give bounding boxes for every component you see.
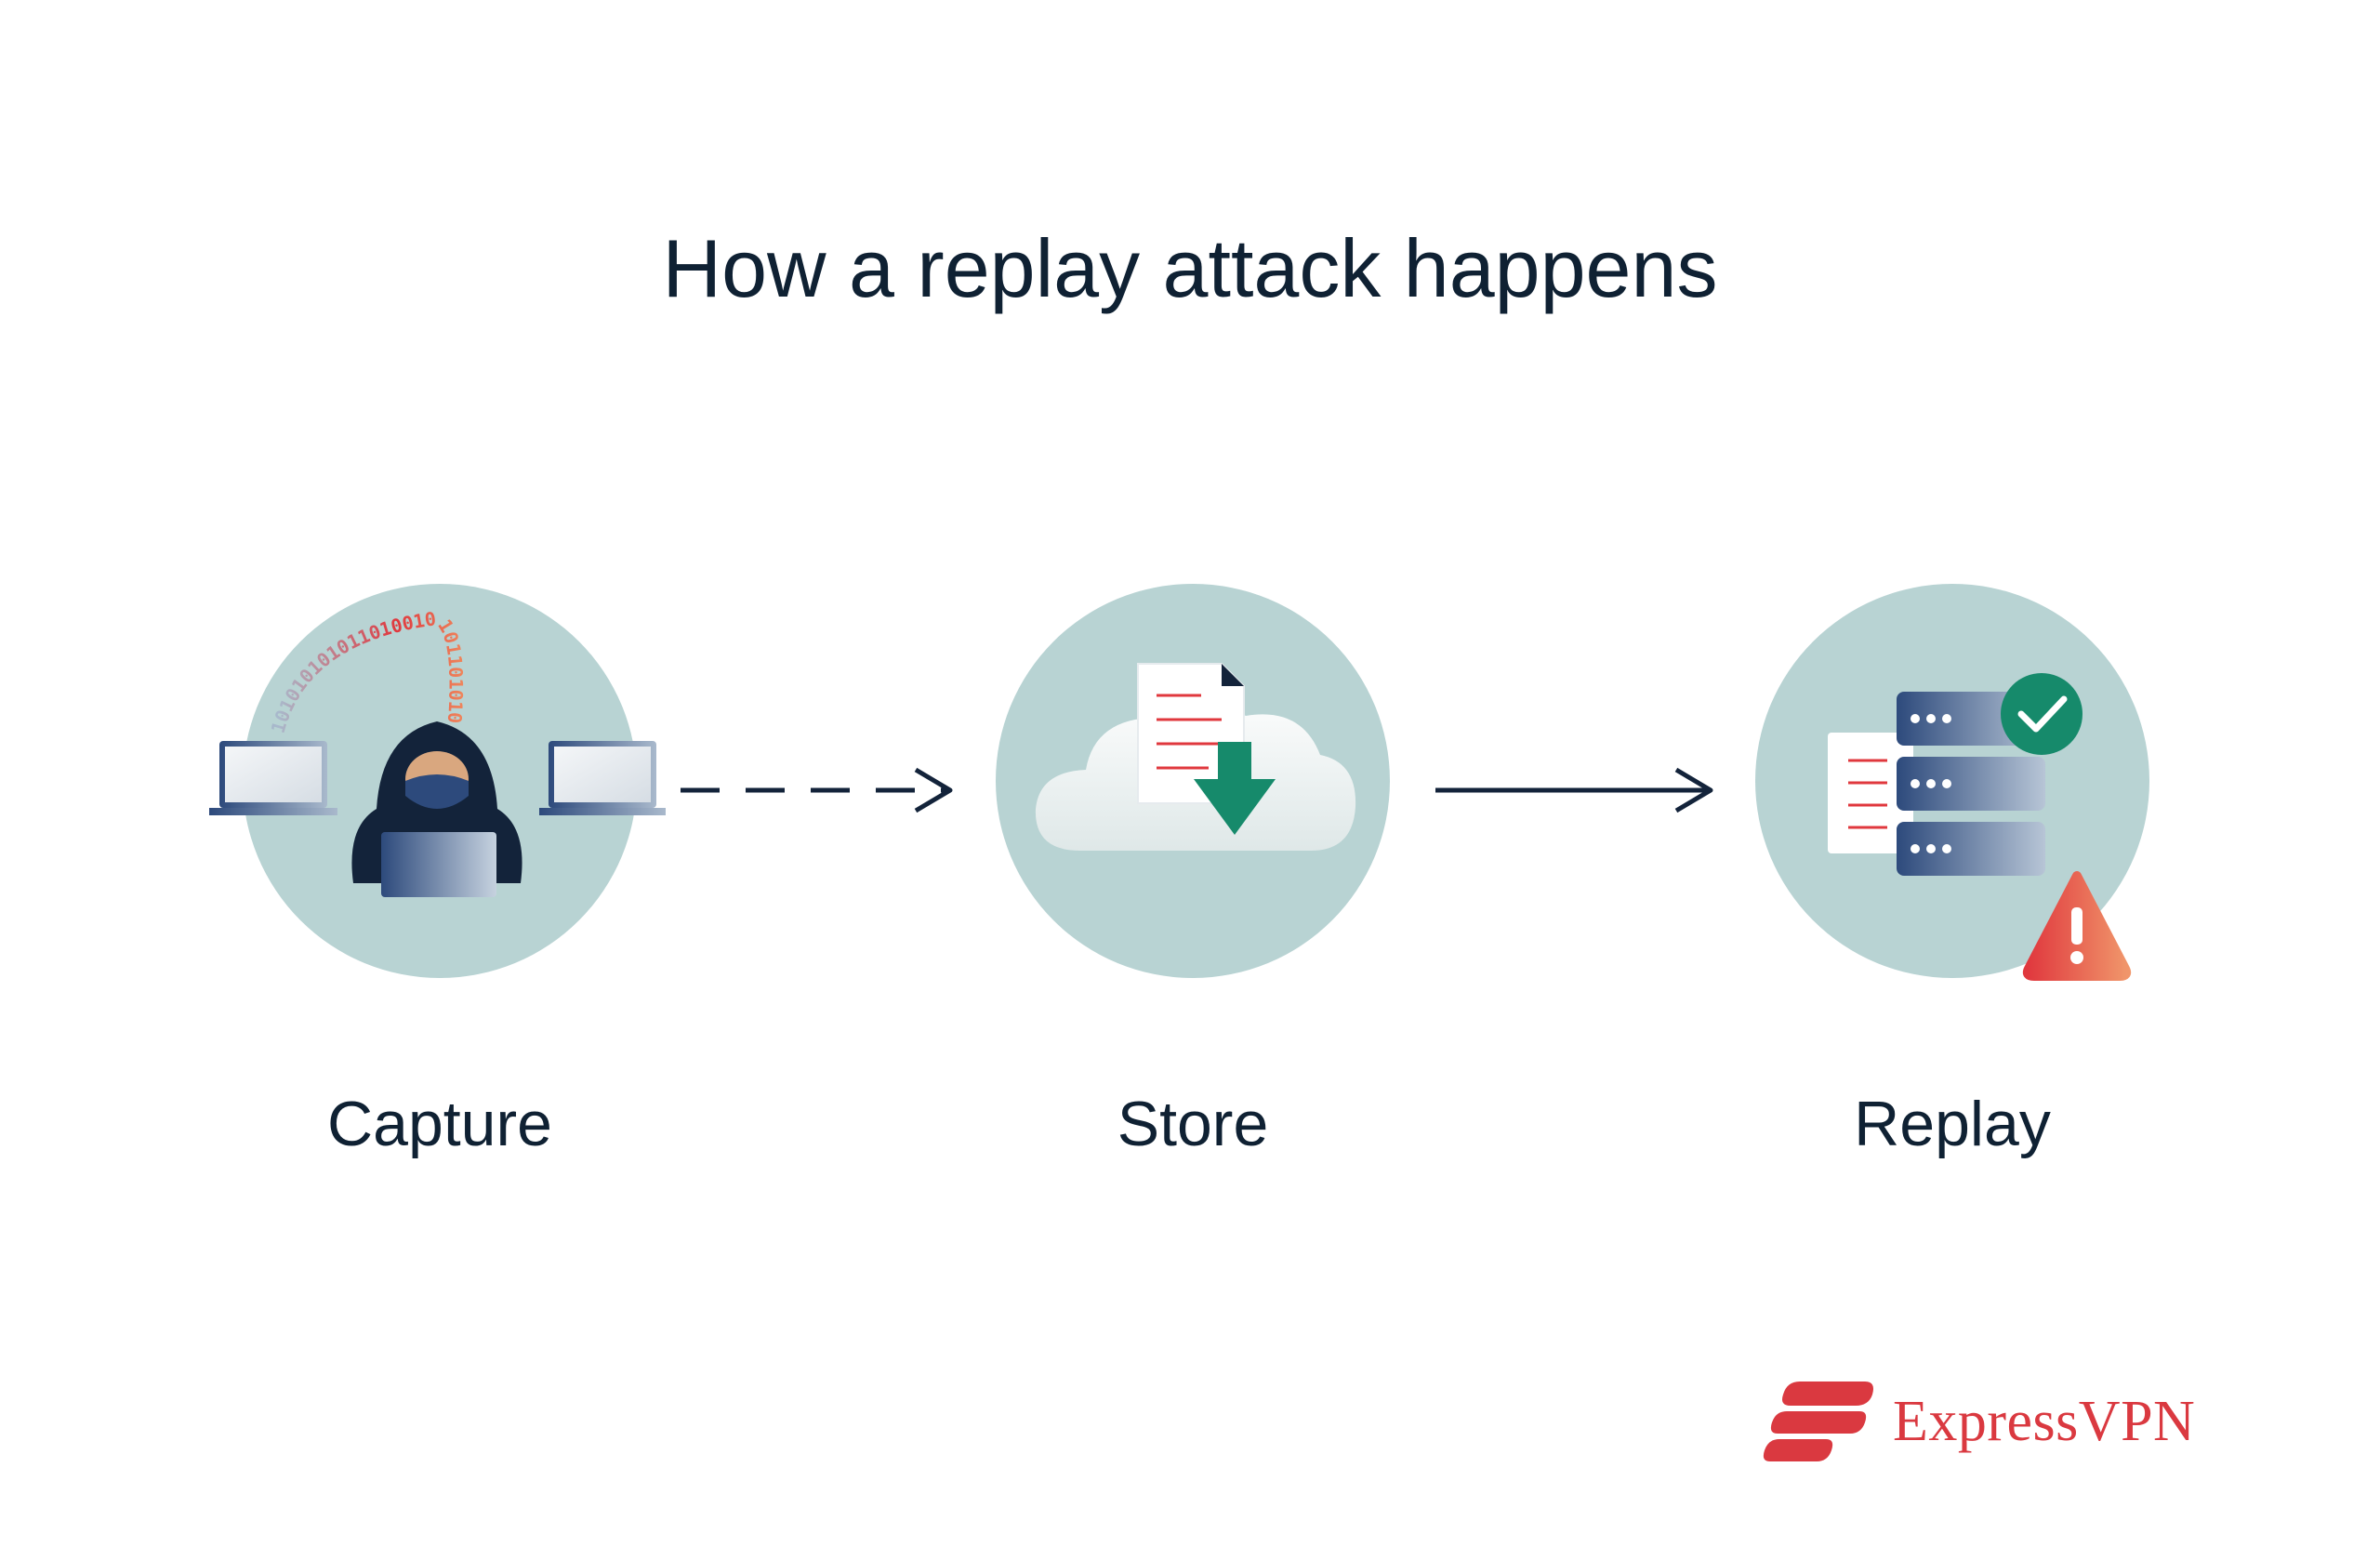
expressvpn-logo-icon [1763, 1382, 1873, 1461]
laptop-icon [539, 741, 666, 815]
store-step [996, 584, 1390, 978]
step-label-capture: Capture [327, 1089, 552, 1159]
binary-stream: 1010101010110100101011010101010 [0, 0, 468, 735]
checkmark-icon [2001, 673, 2082, 755]
solid-arrow [1435, 767, 1713, 813]
dashed-arrow [681, 767, 953, 813]
download-arrow-icon [1194, 742, 1276, 835]
step-label-replay: Replay [1854, 1089, 2051, 1159]
diagram-title: How a replay attack happens [662, 222, 1718, 314]
replay-step [1755, 584, 2149, 981]
capture-step: 1010101010110100101011010101010 [0, 0, 666, 978]
document-icon [1828, 733, 1913, 853]
hacker-icon [351, 721, 522, 897]
step-label-store: Store [1117, 1089, 1269, 1159]
document-icon [1137, 663, 1245, 804]
warning-icon [2022, 871, 2132, 981]
laptop-icon [209, 741, 337, 815]
brand-name: ExpressVPN [1893, 1390, 2196, 1453]
